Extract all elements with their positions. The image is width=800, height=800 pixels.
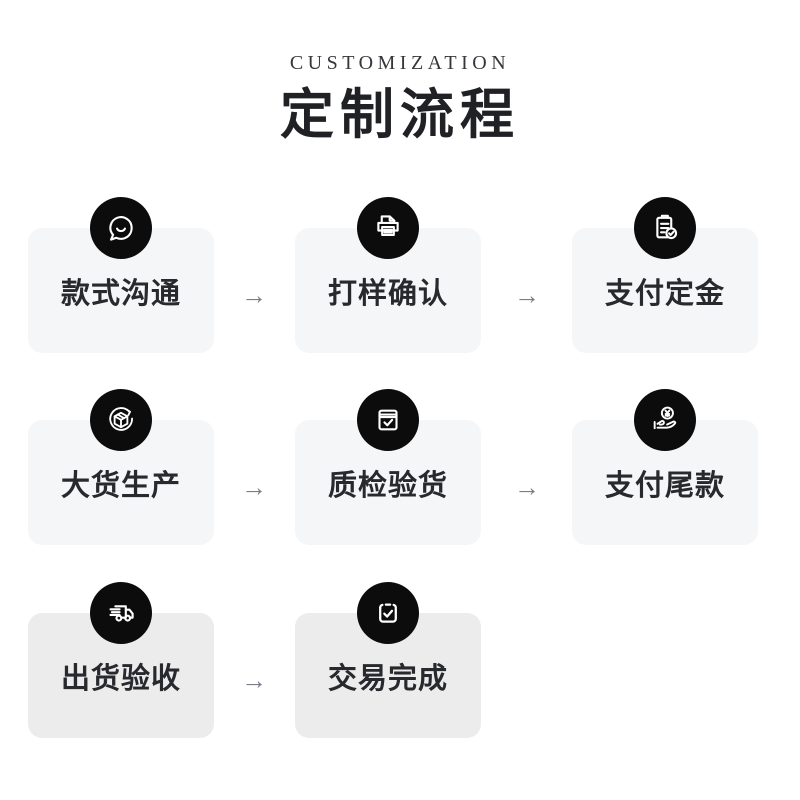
step-mass-production: 大货生产 xyxy=(28,389,214,545)
step-quality-inspection: 质检验货 xyxy=(295,389,481,545)
step-label: 打样确认 xyxy=(327,277,448,310)
step-icon-circle xyxy=(90,197,152,259)
step-deal-complete: 交易完成 xyxy=(295,582,481,738)
step-icon-circle xyxy=(357,197,419,259)
step-label: 支付定金 xyxy=(604,277,725,310)
arrow-right-icon: → xyxy=(241,280,267,310)
step-label: 支付尾款 xyxy=(604,469,725,502)
eyebrow-text: CUSTOMIZATION xyxy=(289,52,511,74)
inspection-check-icon xyxy=(378,409,398,431)
step-icon-circle xyxy=(90,389,152,451)
step-label: 大货生产 xyxy=(60,469,181,502)
step-card: 打样确认 xyxy=(295,228,481,353)
step-icon-circle xyxy=(357,582,419,644)
step-label: 质检验货 xyxy=(327,469,448,502)
step-style-communication: 款式沟通 xyxy=(28,197,214,353)
hand-coin-icon xyxy=(653,406,677,430)
printer-icon xyxy=(377,215,399,237)
receipt-check-icon xyxy=(656,214,678,240)
deal-complete-icon xyxy=(379,603,397,623)
step-pay-balance: 支付尾款 xyxy=(572,389,758,545)
step-icon-circle xyxy=(634,197,696,259)
page-title: 定制流程 xyxy=(280,85,520,145)
delivery-truck-icon xyxy=(109,605,134,622)
step-pay-deposit: 支付定金 xyxy=(572,197,758,353)
arrow-right-icon: → xyxy=(514,280,540,310)
step-shipment-acceptance: 出货验收 xyxy=(28,582,214,738)
step-icon-circle xyxy=(357,389,419,451)
arrow-right-icon: → xyxy=(241,665,267,695)
step-icon-circle xyxy=(634,389,696,451)
step-sample-confirmation: 打样确认 xyxy=(295,197,481,353)
arrow-right-icon: → xyxy=(241,472,267,502)
step-label: 款式沟通 xyxy=(60,277,181,310)
step-label: 出货验收 xyxy=(60,662,181,695)
arrow-right-icon: → xyxy=(514,472,540,502)
production-box-icon xyxy=(109,407,133,431)
step-icon-circle xyxy=(90,582,152,644)
step-label: 交易完成 xyxy=(327,662,448,695)
chat-bubble-icon xyxy=(109,216,133,241)
